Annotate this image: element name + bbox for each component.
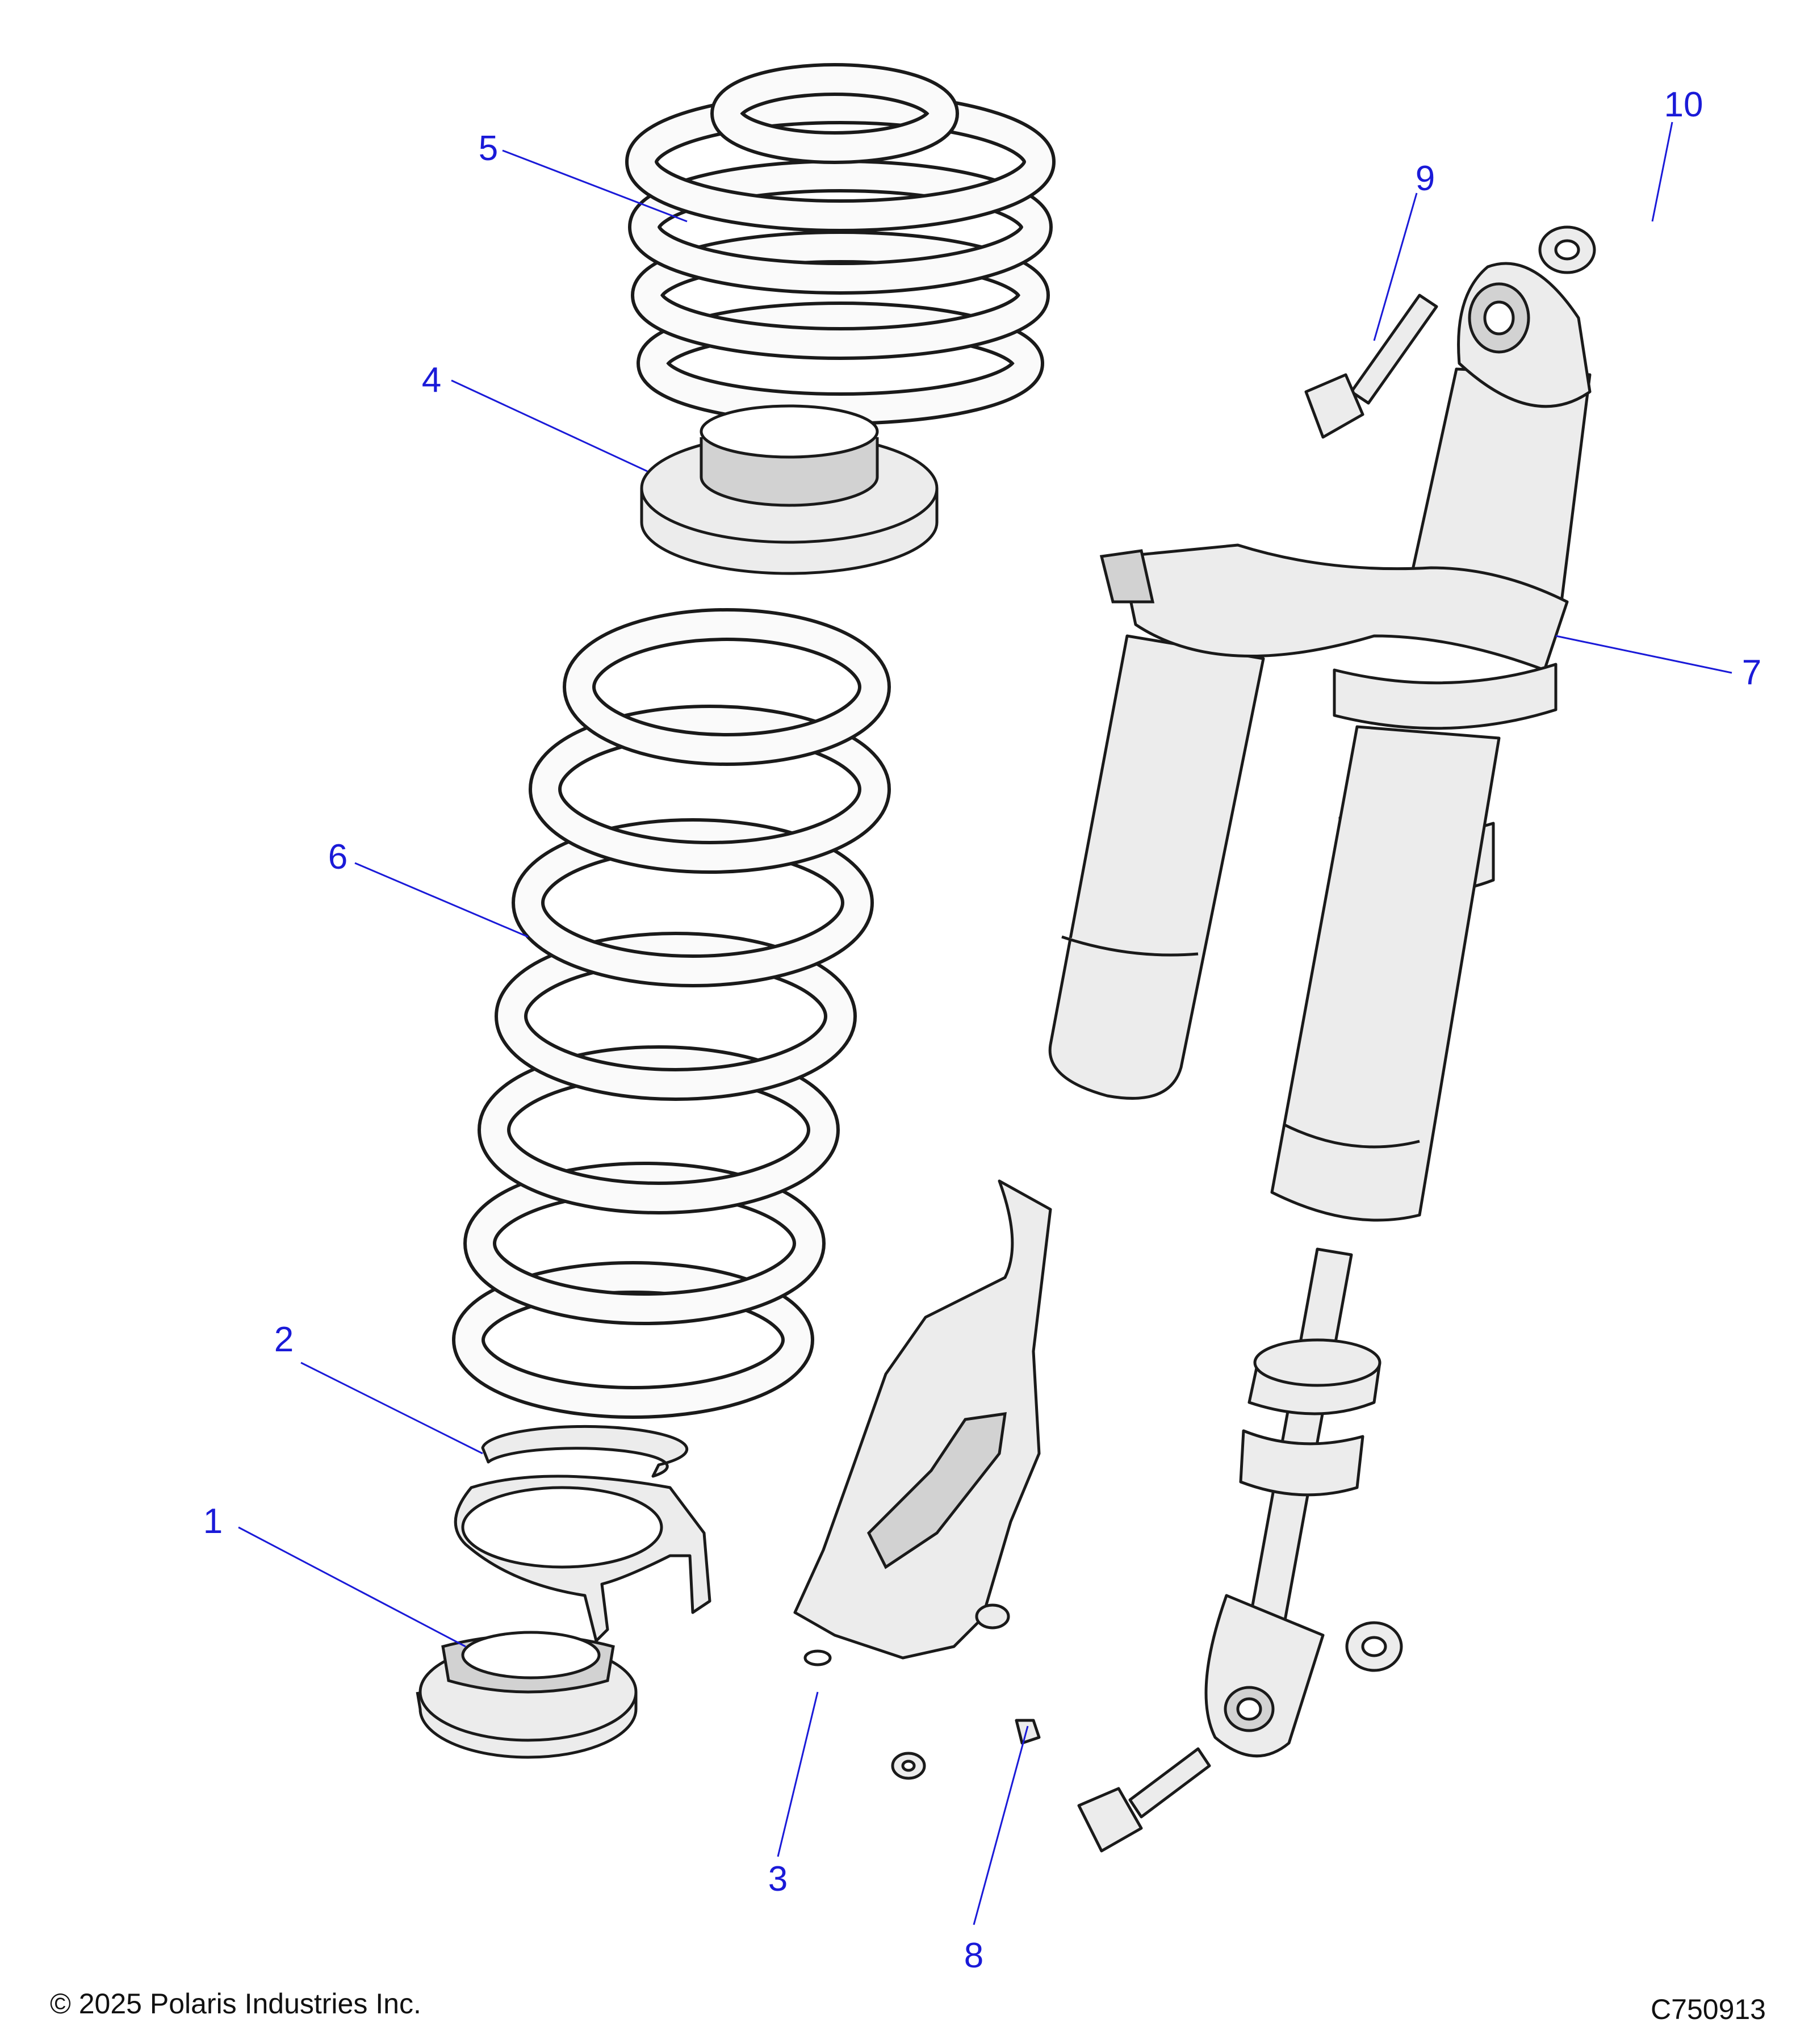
guard-fasteners (891, 1603, 1041, 1780)
callout-1: 1 (203, 1502, 223, 1541)
callout-2: 2 (274, 1320, 294, 1359)
callout-3: 3 (768, 1859, 788, 1899)
shock-absorber (1048, 262, 1592, 1758)
upper-bolt (1304, 294, 1438, 439)
copyright-notice: © 2025 Polaris Industries Inc. (50, 1988, 421, 2020)
upper-nut (1538, 225, 1596, 274)
spring-adapter (640, 404, 939, 575)
lower-nut (1345, 1621, 1403, 1672)
callout-10: 10 (1664, 85, 1703, 124)
lower-bolt (1077, 1747, 1211, 1853)
retainer-clip (454, 1425, 711, 1643)
callout-8: 8 (964, 1936, 983, 1975)
callout-labels: 1 2 3 4 5 6 7 8 9 10 (203, 85, 1761, 1975)
callout-5: 5 (479, 129, 498, 168)
callout-4: 4 (422, 361, 441, 400)
leader-lines (238, 122, 1732, 1925)
callout-6: 6 (328, 837, 348, 877)
drawing-number: C750913 (1651, 1993, 1766, 2025)
callout-9: 9 (1416, 159, 1435, 198)
upper-spring (625, 63, 1056, 425)
callout-7: 7 (1742, 653, 1761, 692)
main-spring (452, 608, 891, 1419)
shock-guard (793, 1179, 1052, 1666)
lower-spring-seat (416, 1631, 638, 1759)
